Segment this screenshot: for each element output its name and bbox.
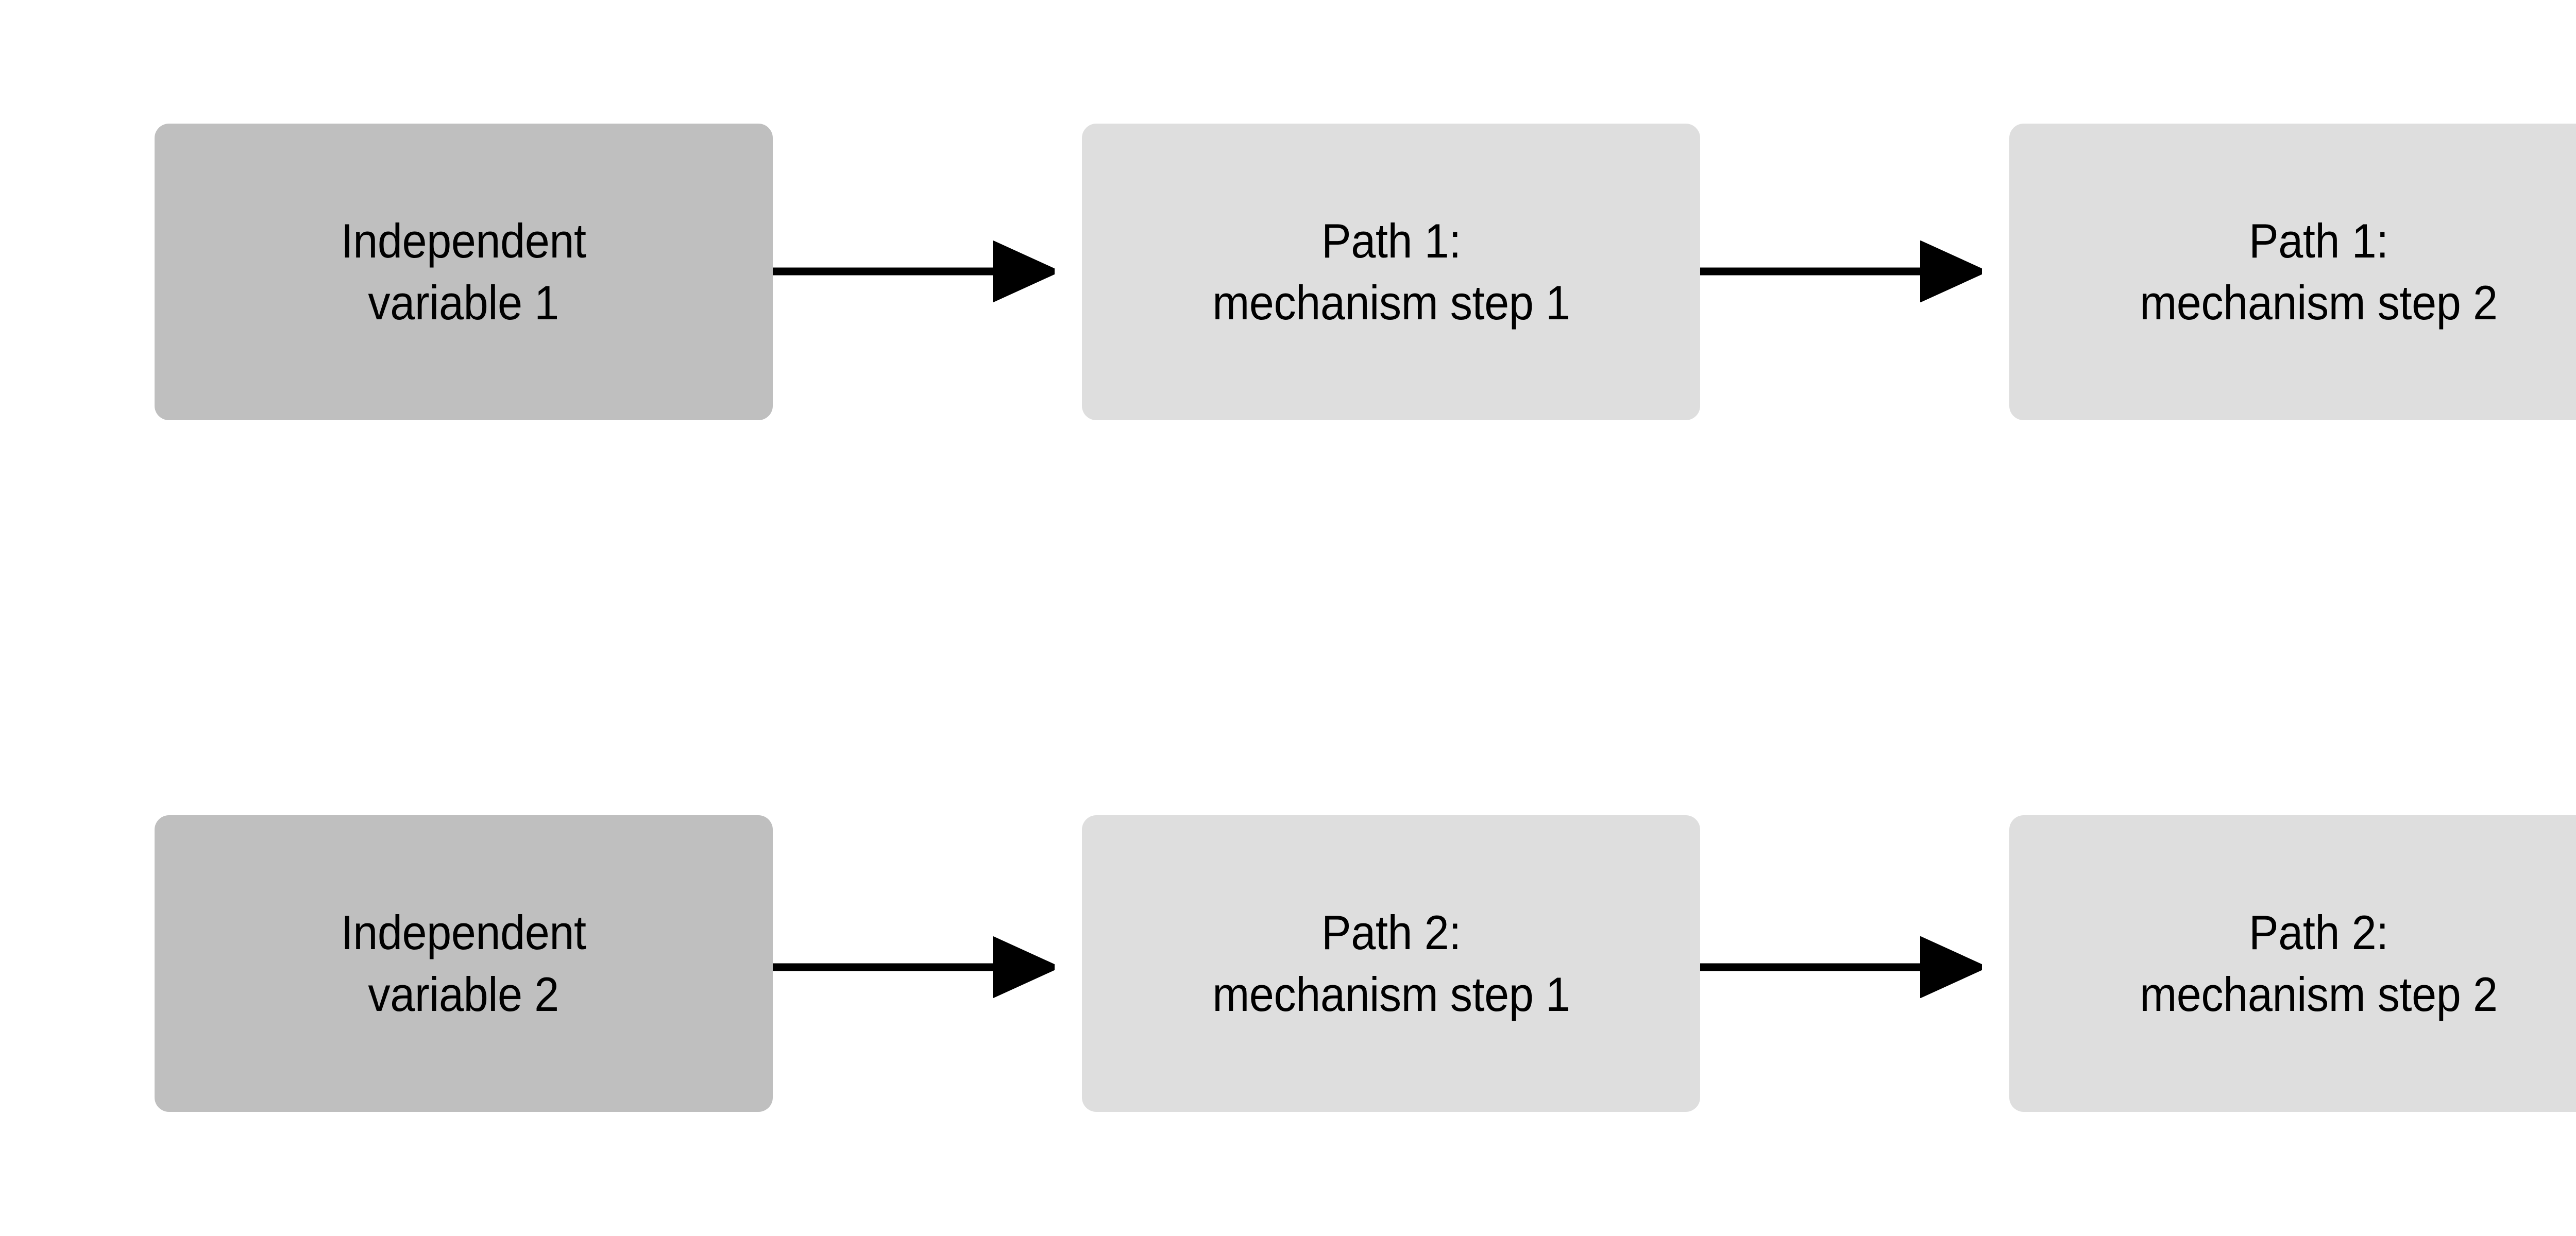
node-label: Path 2: mechanism step 1 [1212,905,1570,1021]
node-independent-variable-1[interactable]: Independent variable 1 [155,124,773,420]
node-independent-variable-2[interactable]: Independent variable 2 [155,815,773,1112]
node-path2-mechanism-step-1[interactable]: Path 2: mechanism step 1 [1082,815,1700,1112]
node-label: Independent variable 1 [341,213,586,330]
node-path1-mechanism-step-2[interactable]: Path 1: mechanism step 2 [2009,124,2576,420]
node-label: Path 2: mechanism step 2 [2139,905,2498,1021]
node-label: Independent variable 2 [341,905,586,1021]
node-label: Path 1: mechanism step 2 [2139,213,2498,330]
node-label: Path 1: mechanism step 1 [1212,213,1570,330]
node-path2-mechanism-step-2[interactable]: Path 2: mechanism step 2 [2009,815,2576,1112]
node-path1-mechanism-step-1[interactable]: Path 1: mechanism step 1 [1082,124,1700,420]
